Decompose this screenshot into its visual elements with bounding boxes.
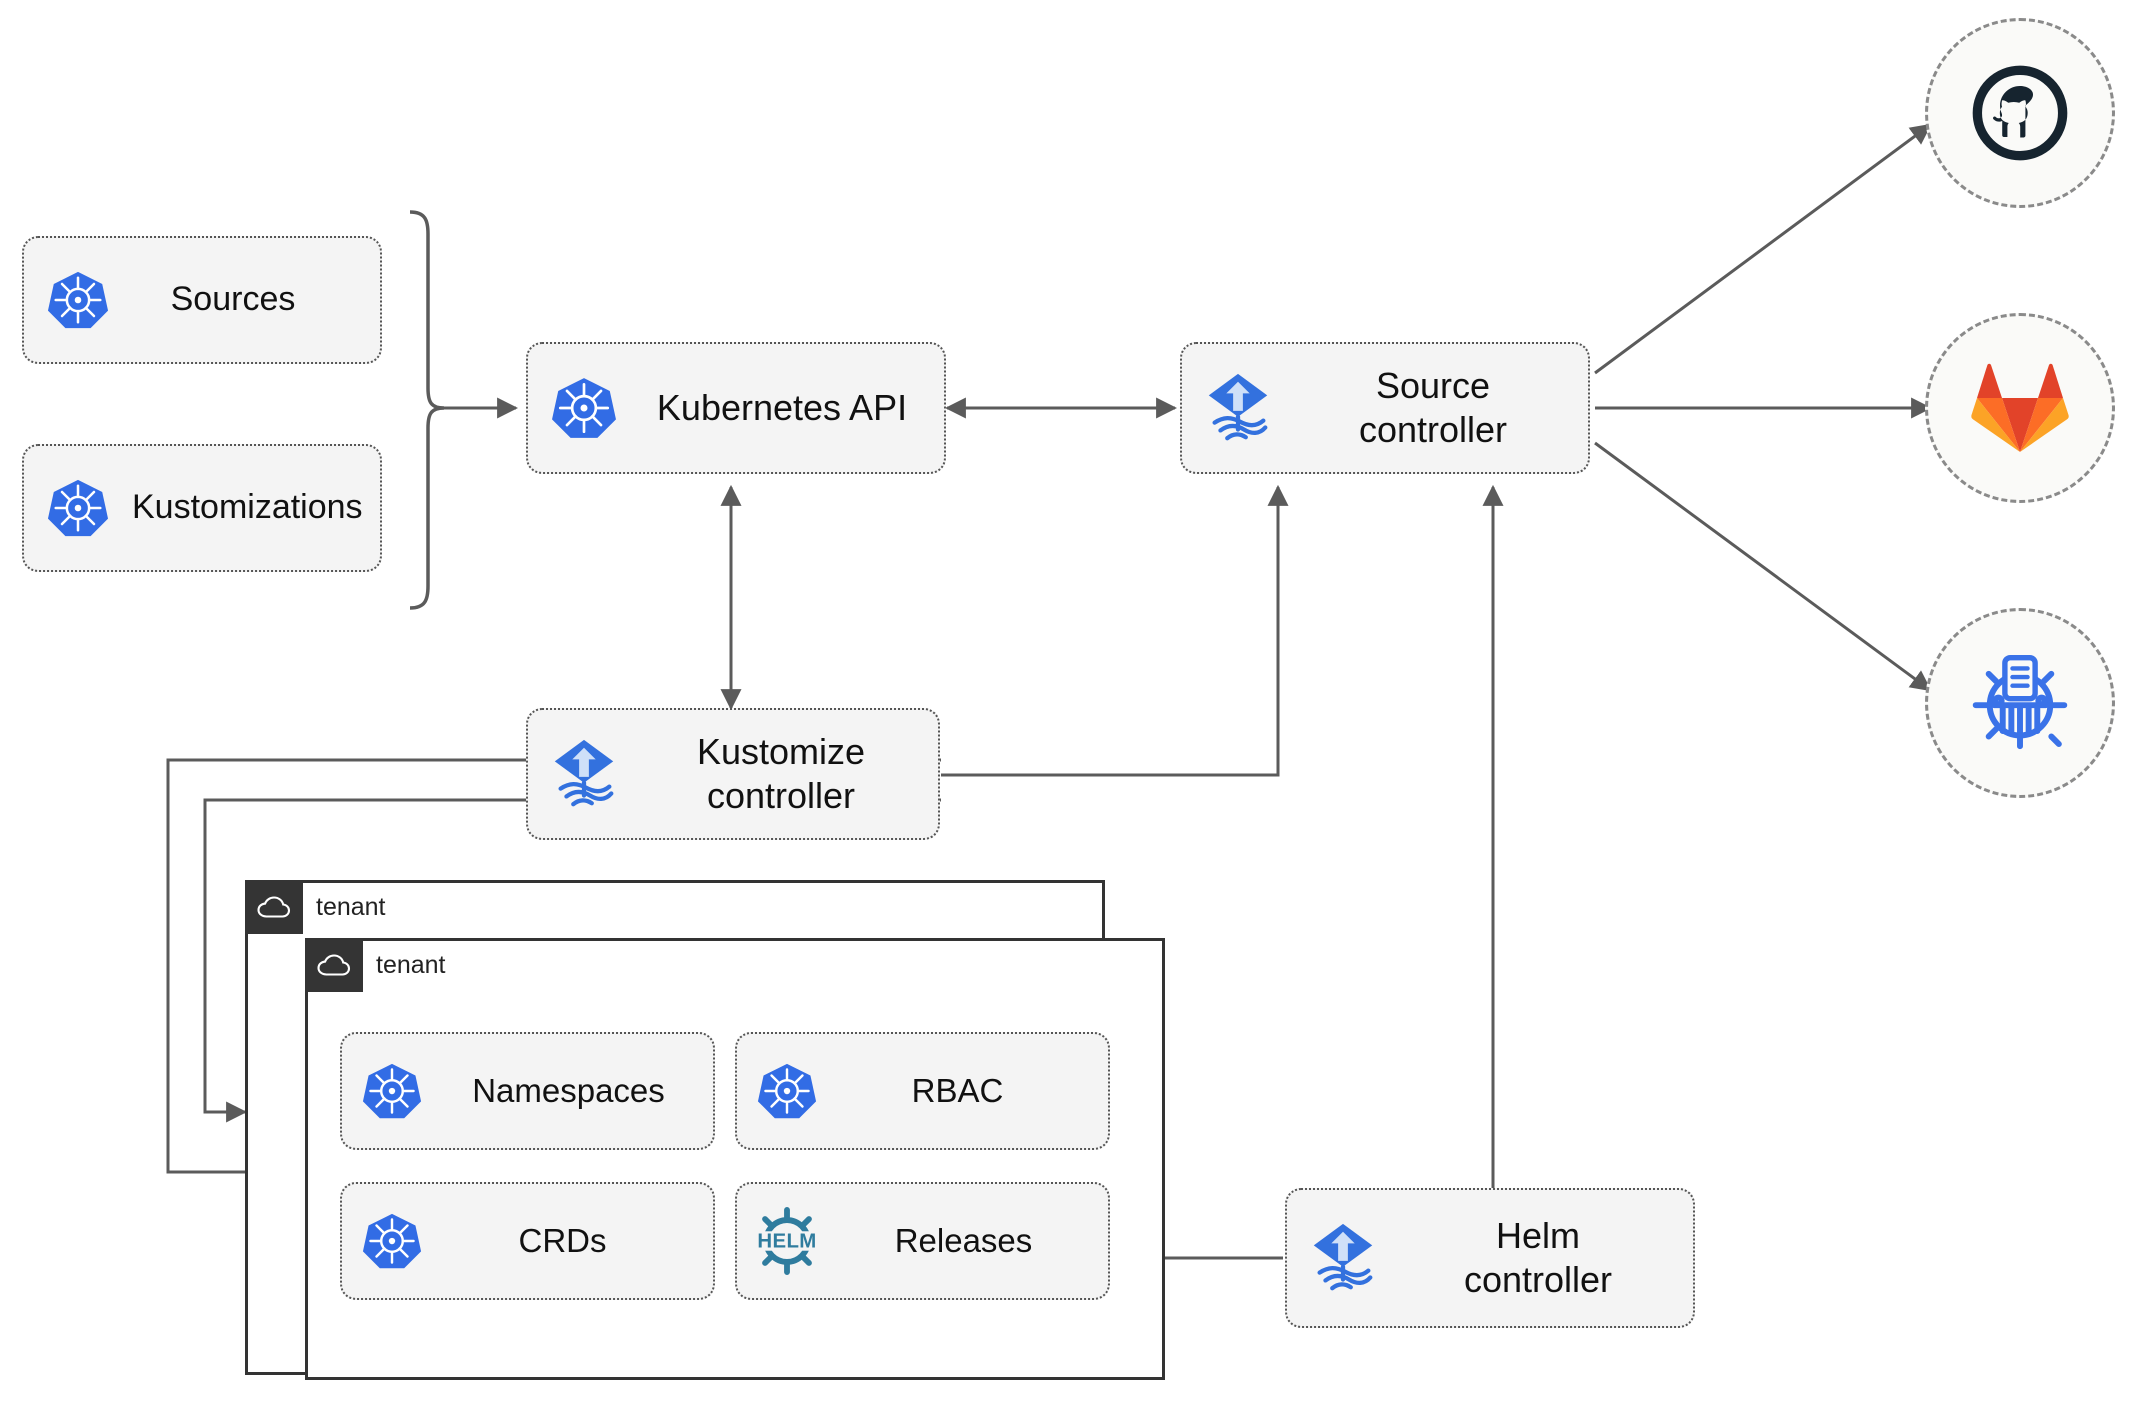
cloud-icon: [257, 896, 291, 918]
endpoint-github[interactable]: [1925, 18, 2115, 208]
kubernetes-icon: [737, 1061, 837, 1121]
cloud-icon: [317, 954, 351, 976]
node-kubernetes-api-label: Kubernetes API: [656, 387, 908, 429]
tenant-tab-outer: [245, 880, 303, 934]
node-helm-controller-label: Helm controller: [1463, 1215, 1613, 1300]
helm-icon: HELM: [737, 1206, 837, 1276]
flux-icon: [1287, 1220, 1399, 1296]
node-kustomizations[interactable]: Kustomizations: [22, 444, 382, 572]
arrow-source-controller-to-github: [1594, 123, 1932, 375]
node-kustomize-controller[interactable]: Kustomize controller: [526, 708, 940, 840]
node-releases-label: Releases: [894, 1221, 1033, 1259]
arrow-source-controller-to-bucket: [1594, 441, 1932, 692]
endpoint-gitlab[interactable]: [1925, 313, 2115, 503]
node-helm-controller[interactable]: Helm controller: [1285, 1188, 1695, 1328]
kubernetes-icon: [24, 269, 132, 331]
tenant-panel-inner: tenant: [305, 938, 1165, 1380]
svg-text:HELM: HELM: [757, 1230, 816, 1252]
node-source-controller-label: Source controller: [1358, 365, 1508, 450]
gitlab-icon: [1971, 363, 2069, 452]
arrow-kustomize-controller-to-source-controller: [941, 484, 1289, 777]
flux-icon: [1182, 370, 1294, 446]
flux-icon: [528, 736, 640, 812]
github-icon: [1972, 65, 2068, 161]
tenant-label-outer: tenant: [316, 893, 386, 921]
kubernetes-icon: [24, 477, 132, 539]
node-source-controller[interactable]: Source controller: [1180, 342, 1590, 474]
node-crds-label: CRDs: [518, 1221, 607, 1259]
kubernetes-icon: [342, 1211, 442, 1271]
endpoint-bucket[interactable]: [1925, 608, 2115, 798]
node-sources[interactable]: Sources: [22, 236, 382, 364]
kubernetes-icon: [342, 1061, 442, 1121]
node-kubernetes-api[interactable]: Kubernetes API: [526, 342, 946, 474]
node-rbac-label: RBAC: [911, 1071, 1004, 1109]
node-crds[interactable]: CRDs: [340, 1182, 715, 1300]
node-releases[interactable]: HELM Releases: [735, 1182, 1110, 1300]
node-sources-label: Sources: [170, 280, 296, 319]
tenant-tab-inner: [305, 938, 363, 992]
node-namespaces[interactable]: Namespaces: [340, 1032, 715, 1150]
sources-group-bracket: [409, 210, 445, 610]
bucket-icon: [1972, 654, 2068, 750]
tenant-label-inner: tenant: [376, 951, 446, 979]
node-kustomizations-label: Kustomizations: [132, 488, 363, 527]
kubernetes-icon: [528, 375, 640, 441]
node-rbac[interactable]: RBAC: [735, 1032, 1110, 1150]
node-namespaces-label: Namespaces: [472, 1071, 665, 1109]
node-kustomize-controller-label: Kustomize controller: [696, 731, 866, 816]
